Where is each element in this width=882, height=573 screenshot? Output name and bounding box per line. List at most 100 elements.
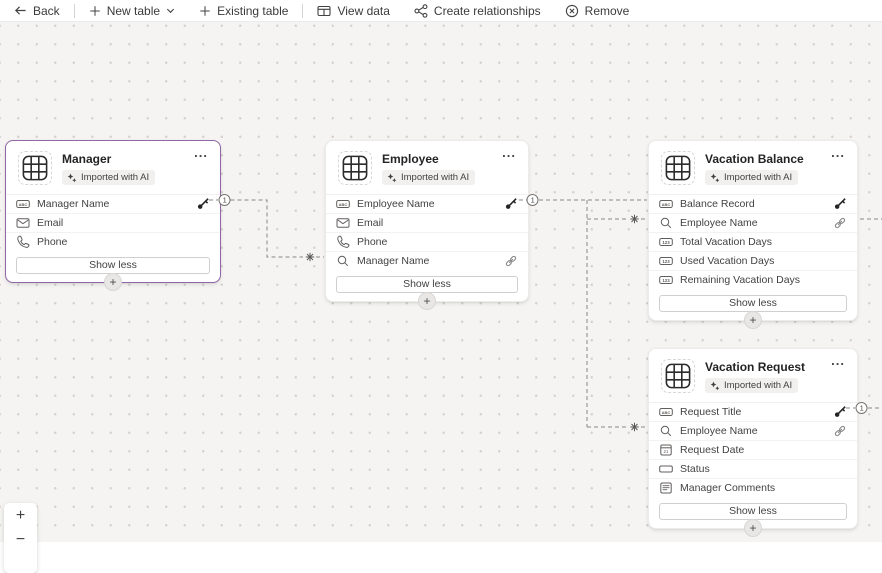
show-less-button[interactable]: Show less bbox=[336, 275, 518, 293]
field-list: Balance Record Employee Name Total Vacat… bbox=[649, 193, 857, 289]
date-icon bbox=[659, 443, 673, 457]
table-card-employee[interactable]: Employee Imported with AI ... Employee N… bbox=[325, 140, 529, 310]
add-field-button[interactable]: + bbox=[104, 272, 122, 291]
lookup-icon bbox=[659, 424, 673, 438]
phone-icon bbox=[336, 235, 350, 249]
remove-circle-icon bbox=[565, 4, 579, 18]
view-data-icon bbox=[317, 4, 331, 18]
remove-button[interactable]: Remove bbox=[565, 3, 630, 18]
view-data-label: View data bbox=[337, 3, 390, 18]
key-icon bbox=[834, 197, 847, 210]
table-title: Employee bbox=[382, 152, 439, 166]
field-row[interactable]: Email bbox=[6, 214, 220, 233]
table-card-vacation-balance[interactable]: Vacation Balance Imported with AI ... Ba… bbox=[648, 140, 858, 329]
field-row[interactable]: Employee Name bbox=[649, 214, 857, 233]
remove-label: Remove bbox=[584, 3, 630, 18]
ai-sparkle-icon bbox=[67, 173, 77, 183]
field-row[interactable]: Manager Name bbox=[6, 195, 220, 214]
more-options-button[interactable]: ... bbox=[831, 145, 845, 160]
zoom-in-button[interactable]: + bbox=[15, 507, 26, 524]
field-row[interactable]: Manager Name bbox=[326, 252, 528, 270]
field-row[interactable]: Employee Name bbox=[649, 422, 857, 441]
multiline-icon bbox=[659, 481, 673, 495]
card-header: Vacation Request Imported with AI ... bbox=[649, 349, 857, 402]
field-row[interactable]: Status bbox=[649, 460, 857, 479]
field-list: Employee Name Email Phone Manager Name bbox=[326, 193, 528, 270]
field-row[interactable]: Phone bbox=[6, 233, 220, 251]
ai-sparkle-icon bbox=[387, 173, 397, 183]
key-icon bbox=[197, 197, 210, 210]
text-field-icon bbox=[336, 197, 350, 211]
field-row[interactable]: Email bbox=[326, 214, 528, 233]
table-icon bbox=[338, 151, 372, 185]
more-options-button[interactable]: ... bbox=[831, 353, 845, 368]
number-icon bbox=[659, 254, 673, 268]
plus-icon bbox=[89, 5, 101, 17]
zoom-out-button[interactable]: − bbox=[15, 531, 26, 548]
show-less-button[interactable]: Show less bbox=[659, 294, 847, 312]
ai-sparkle-icon bbox=[710, 381, 720, 391]
field-row[interactable]: Total Vacation Days bbox=[649, 233, 857, 252]
field-row[interactable]: Request Date bbox=[649, 441, 857, 460]
new-table-button[interactable]: New table bbox=[89, 4, 175, 18]
table-icon bbox=[661, 359, 695, 393]
back-button[interactable]: Back bbox=[14, 4, 60, 18]
email-icon bbox=[336, 216, 350, 230]
table-title: Vacation Request bbox=[705, 360, 806, 374]
field-row[interactable]: Phone bbox=[326, 233, 528, 252]
text-field-icon bbox=[16, 197, 30, 211]
lookup-icon bbox=[659, 216, 673, 230]
view-data-button[interactable]: View data bbox=[317, 3, 390, 18]
table-icon bbox=[18, 151, 52, 185]
key-icon bbox=[834, 405, 847, 418]
link-icon bbox=[504, 254, 518, 268]
key-icon bbox=[505, 197, 518, 210]
more-options-button[interactable]: ... bbox=[194, 145, 208, 160]
card-header: Employee Imported with AI ... bbox=[326, 141, 528, 194]
add-field-button[interactable]: + bbox=[418, 291, 436, 310]
chevron-down-icon bbox=[166, 6, 175, 15]
new-table-label: New table bbox=[106, 3, 161, 18]
back-label: Back bbox=[33, 3, 60, 18]
field-row[interactable]: Used Vacation Days bbox=[649, 252, 857, 271]
phone-icon bbox=[16, 235, 30, 249]
more-options-button[interactable]: ... bbox=[502, 145, 516, 160]
toolbar-divider bbox=[302, 3, 304, 18]
imported-with-ai-badge: Imported with AI bbox=[62, 170, 156, 185]
plus-icon bbox=[199, 5, 211, 17]
table-card-manager[interactable]: Manager Imported with AI ... Manager Nam… bbox=[5, 140, 221, 291]
table-title: Manager bbox=[62, 152, 112, 166]
table-icon bbox=[661, 151, 695, 185]
table-card-vacation-request[interactable]: Vacation Request Imported with AI ... Re… bbox=[648, 348, 858, 537]
add-field-button[interactable]: + bbox=[744, 518, 762, 537]
field-list: Manager Name Email Phone bbox=[6, 193, 220, 251]
existing-table-button[interactable]: Existing table bbox=[199, 4, 288, 18]
imported-with-ai-badge: Imported with AI bbox=[705, 170, 799, 185]
email-icon bbox=[16, 216, 30, 230]
imported-with-ai-badge: Imported with AI bbox=[705, 378, 799, 393]
back-arrow-icon bbox=[14, 4, 27, 17]
toolbar-divider bbox=[73, 3, 75, 18]
choice-icon bbox=[659, 462, 673, 476]
text-field-icon bbox=[659, 197, 673, 211]
number-icon bbox=[659, 235, 673, 249]
field-row[interactable]: Remaining Vacation Days bbox=[649, 271, 857, 289]
create-relationships-label: Create relationships bbox=[433, 3, 541, 18]
field-row[interactable]: Balance Record bbox=[649, 195, 857, 214]
link-icon bbox=[833, 216, 847, 230]
field-row[interactable]: Request Title bbox=[649, 403, 857, 422]
imported-with-ai-badge: Imported with AI bbox=[382, 170, 476, 185]
text-field-icon bbox=[659, 405, 673, 419]
show-less-button[interactable]: Show less bbox=[659, 502, 847, 520]
add-field-button[interactable]: + bbox=[744, 310, 762, 329]
field-row[interactable]: Manager Comments bbox=[649, 479, 857, 497]
field-list: Request Title Employee Name Request Date… bbox=[649, 401, 857, 497]
show-less-button[interactable]: Show less bbox=[16, 256, 210, 274]
link-icon bbox=[833, 424, 847, 438]
create-relationships-button[interactable]: Create relationships bbox=[414, 4, 541, 18]
relationships-icon bbox=[414, 4, 428, 18]
ai-sparkle-icon bbox=[710, 173, 720, 183]
canvas-zoom-panel: + − bbox=[4, 503, 37, 573]
field-row[interactable]: Employee Name bbox=[326, 195, 528, 214]
number-icon bbox=[659, 273, 673, 287]
